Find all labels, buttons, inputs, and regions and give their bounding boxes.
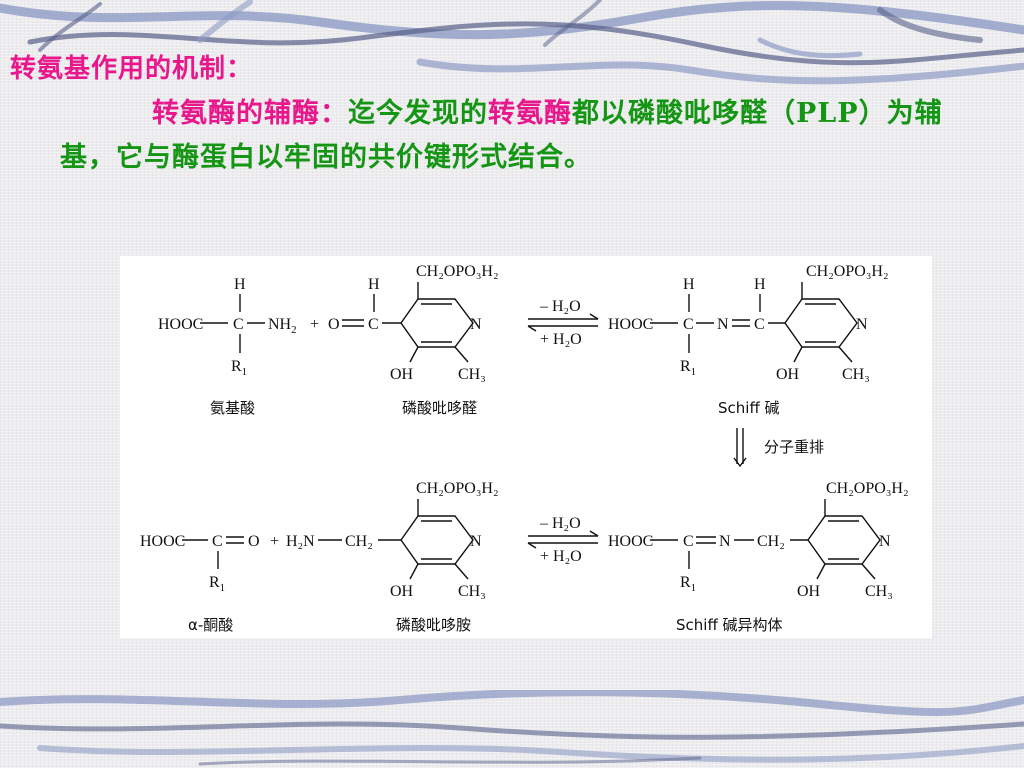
schiff-hooc: HOOC (608, 316, 653, 333)
plp-ch3: CH₃ (458, 366, 486, 383)
arrow2-forward-head (589, 530, 599, 537)
arrow2-plus-water: + H₂O (540, 548, 582, 565)
schiff-h2: H (754, 276, 766, 293)
top-decoration-swirls (0, 0, 1024, 85)
schiff-carbon2: C (754, 316, 765, 333)
isomer-ch3: CH₃ (865, 583, 893, 600)
isomer-nitrogen: N (719, 533, 731, 550)
schiff-ch2opo3h2: CH₂OPO₃H₂ (806, 263, 889, 280)
arrow2-reverse-head (527, 542, 537, 549)
pmp-ring-n: N (470, 533, 482, 550)
plp-h: H (368, 276, 380, 293)
schiff-oh: OH (776, 366, 800, 383)
coenzyme-paragraph: 转氨酶的辅酶：迄今发现的转氨酶都以磷酸吡哆醛（PLP）为辅基，它与酶蛋白以牢固的… (60, 92, 990, 180)
plus-sign-1: + (310, 316, 319, 333)
arrow1-forward-head (589, 313, 599, 320)
isomer-r1: R1 (680, 574, 696, 594)
caption-pmp: 磷酸吡哆胺 (396, 616, 471, 634)
slide-heading: 转氨基作用的机制： (10, 54, 254, 84)
schiff-bond-ch3 (838, 346, 853, 363)
schiff-bond-oh (793, 346, 803, 363)
pmp-ch2opo3h2: CH₂OPO₃H₂ (416, 480, 499, 497)
plp-ch2opo3h2: CH₂OPO₃H₂ (416, 263, 499, 280)
bottom-decoration-swirls (0, 690, 1024, 766)
isomer-ring (807, 515, 881, 565)
caption-keto-acid: α-酮酸 (188, 616, 233, 634)
plp-oxygen: O (328, 316, 340, 333)
keto-acid-hooc: HOOC (140, 533, 185, 550)
pmp-ch3: CH₃ (458, 583, 486, 600)
amino-acid-h: H (234, 276, 246, 293)
pmp-oh: OH (390, 583, 414, 600)
caption-schiff-base: Schiff 碱 (718, 399, 780, 417)
schiff-ring-n: N (856, 316, 868, 333)
caption-schiff-isomer: Schiff 碱异构体 (676, 616, 783, 634)
isomer-oh: OH (797, 583, 821, 600)
arrow1-reverse-head (527, 325, 537, 332)
plp-ring (400, 298, 474, 348)
plp-oh: OH (390, 366, 414, 383)
plp-ring-n: N (470, 316, 482, 333)
schiff-r1: R1 (680, 358, 696, 378)
plp-bond-oh (409, 346, 419, 363)
caption-amino-acid: 氨基酸 (210, 399, 255, 417)
pmp-ring (400, 515, 474, 565)
isomer-ch2opo3h2: CH₂OPO₃H₂ (826, 480, 909, 497)
pmp-bond-ch3 (454, 563, 469, 580)
amino-acid-hooc: HOOC (158, 316, 203, 333)
isomer-carbon: C (683, 533, 694, 550)
pmp-h2n: H₂N (286, 533, 315, 550)
transamination-reaction-figure: H HOOC C NH2 R1 + O C H CH₂OPO₃H₂ N OH C… (120, 256, 932, 638)
paragraph-text-1: 迄今发现的 (348, 98, 488, 129)
rearrangement-label: 分子重排 (764, 438, 824, 456)
arrow1-plus-water: + H₂O (540, 331, 582, 348)
isomer-ch2: CH₂ (757, 533, 785, 550)
plp-carbon: C (368, 316, 379, 333)
schiff-ring (784, 298, 858, 348)
coenzyme-term: 转氨酶的辅酶： (152, 98, 348, 129)
schiff-h1: H (683, 276, 695, 293)
amino-acid-carbon: C (233, 316, 244, 333)
rearrangement-arrowhead (733, 457, 747, 468)
schiff-nitrogen: N (717, 316, 729, 333)
amino-acid-r1: R1 (231, 358, 247, 378)
paragraph-text-2: 都以磷酸吡哆醛（PLP）为辅基，它与酶蛋白以牢固的共价键形式结合。 (60, 98, 943, 173)
isomer-ring-n: N (879, 533, 891, 550)
isomer-hooc: HOOC (608, 533, 653, 550)
schiff-ch3: CH₃ (842, 366, 870, 383)
pmp-bond-oh (409, 563, 419, 580)
reaction-scheme: H HOOC C NH2 R1 + O C H CH₂OPO₃H₂ N OH C… (140, 263, 909, 634)
pmp-ch2: CH₂ (345, 533, 373, 550)
schiff-carbon1: C (683, 316, 694, 333)
isomer-bond-ch3 (861, 563, 876, 580)
arrow2-minus-water: – H₂O (539, 515, 581, 532)
isomer-bond-oh (816, 563, 826, 580)
keto-acid-r1: R1 (209, 574, 225, 594)
keto-acid-carbon: C (212, 533, 223, 550)
arrow1-minus-water: – H₂O (539, 298, 581, 315)
caption-plp: 磷酸吡哆醛 (402, 399, 477, 417)
keto-acid-oxygen: O (248, 533, 260, 550)
plus-sign-2: + (270, 533, 279, 550)
transaminase-highlight: 转氨酶 (488, 98, 572, 129)
plp-bond-ch3 (454, 346, 469, 363)
amino-acid-nh2: NH2 (268, 316, 297, 336)
